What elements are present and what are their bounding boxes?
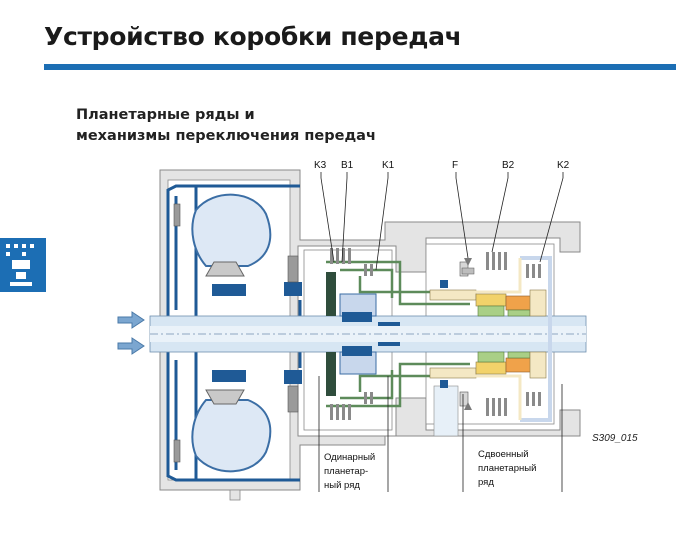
- single-planetary-set: [326, 272, 400, 396]
- freewheel-f: [461, 258, 475, 410]
- caption-double-line-3: ряд: [478, 477, 494, 488]
- subtitle-line-2: механизмы переключения передач: [76, 128, 376, 144]
- double-planetary-set: [429, 261, 547, 407]
- main-shaft: [149, 315, 587, 353]
- label-k3: K3: [314, 160, 327, 171]
- torque-converter: [173, 193, 302, 473]
- transmission-icon: [0, 238, 46, 292]
- brake-b2-discs: [486, 252, 507, 416]
- input-arrows: [117, 311, 145, 355]
- caption-single-line-3: ный ряд: [324, 480, 360, 491]
- section-subtitle: Планетарные ряды и механизмы переключени…: [76, 105, 496, 147]
- label-b2: B2: [502, 160, 515, 171]
- leader-lines: [320, 172, 564, 271]
- title-rule: [44, 64, 676, 70]
- caption-single-line-2: планетар-: [324, 466, 368, 477]
- gearbox-diagram: K3 B1 K1 F B2 K2 Одинарный планетар- ный…: [117, 160, 638, 501]
- caption-double-line-1: Сдвоенный: [478, 449, 529, 460]
- clutch-discs: [330, 248, 373, 420]
- caption-single-line-1: Одинарный: [324, 452, 375, 463]
- page-title: Устройство коробки передач: [44, 22, 462, 51]
- subtitle-line-1: Планетарные ряды и: [76, 107, 255, 123]
- figure-id: S309_015: [592, 433, 638, 444]
- label-b1: B1: [341, 160, 354, 171]
- label-k2: K2: [557, 160, 570, 171]
- label-f: F: [452, 160, 458, 171]
- group-brackets: [318, 376, 563, 492]
- clutch-k2-pack: [470, 256, 552, 422]
- caption-double-line-2: планетарный: [478, 463, 536, 474]
- label-k1: K1: [382, 160, 395, 171]
